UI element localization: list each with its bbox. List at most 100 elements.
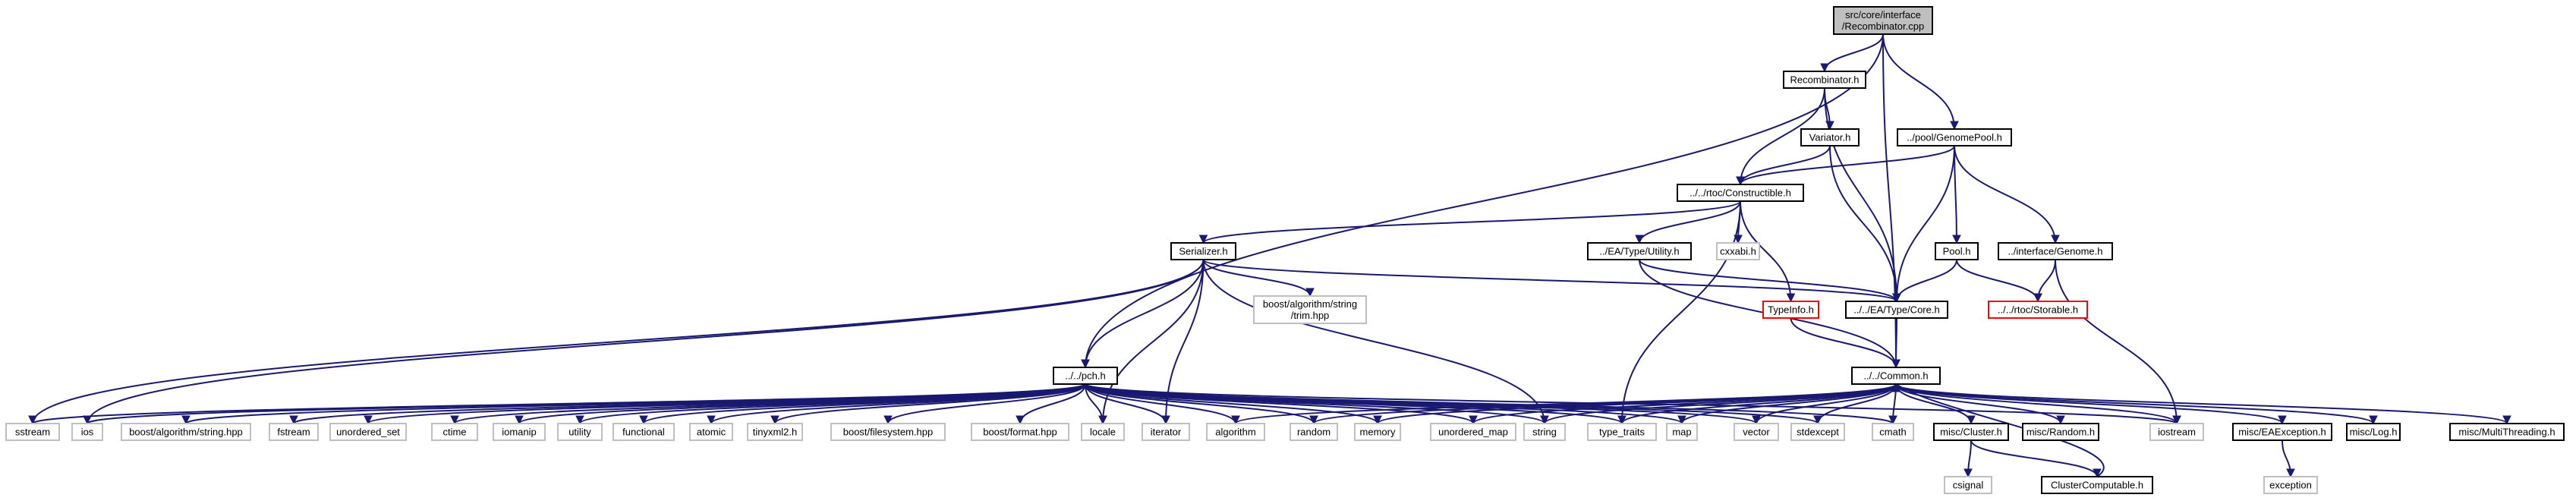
node-box [1523,423,1566,441]
node-box [1933,423,2009,441]
arrowhead-common-to-algorithm [1231,415,1240,425]
edge-genomepool-to-constructible [1740,145,1955,185]
arrowhead-eaexception-to-exception [2286,468,2295,478]
graph-node-cluster[interactable]: misc/Cluster.h [1933,423,2009,441]
arrowhead-common-to-eaexception [2278,415,2287,425]
arrowhead-pch-to-sstream [28,415,37,425]
graph-node-functional: functional [613,423,675,441]
node-label: ../../Common.h [1863,370,1928,382]
graph-node-core_h[interactable]: ../../EA/Type/Core.h [1845,301,1948,319]
edge-cluster-to-clustercomp [1970,439,2098,477]
graph-node-typeinfo[interactable]: TypeInfo.h [1762,301,1819,319]
arrowhead-genomepool-to-constructible [1736,176,1745,186]
node-label: Serializer.h [1179,246,1227,257]
graph-node-algorithm: algorithm [1206,423,1265,441]
arrowhead-common-to-cluster [1967,415,1976,425]
graph-node-serializer[interactable]: Serializer.h [1170,242,1236,260]
node-label: boost/format.hpp [983,427,1057,438]
edge-constructible-to-utility_h [1639,200,1741,244]
node-label: misc/MultiThreading.h [2458,427,2555,438]
node-box [1734,423,1779,441]
node-label: ../EA/Type/Utility.h [1599,246,1679,257]
node-label: misc/Cluster.h [1940,427,2002,438]
graph-node-constructible[interactable]: ../../rtoc/Constructible.h [1677,184,1804,202]
graph-node-genomepool[interactable]: ../pool/GenomePool.h [1897,128,2012,146]
node-box [1206,423,1265,441]
node-box [1716,242,1760,260]
nodes-layer: src/core/interface/Recombinator.cppRecom… [5,6,2565,494]
edge-root-to-genomepool [1882,33,1955,130]
arrowhead-pch-to-locale [1098,415,1107,425]
graph-node-csignal: csignal [1944,476,1992,494]
node-box [1897,128,2012,146]
node-label: cxxabi.h [1720,246,1756,257]
edge-pch-to-boost_fs [887,383,1086,424]
node-box [2041,476,2153,494]
graph-node-eaexception[interactable]: misc/EAException.h [2232,423,2332,441]
graph-node-ios: ios [71,423,103,441]
graph-node-vector: vector [1734,423,1779,441]
node-box [1142,423,1190,441]
edges-layer [28,33,2511,478]
graph-node-cmath: cmath [1872,423,1914,441]
node-label: iostream [2158,427,2196,438]
arrowhead-pool_h-to-core_h [1892,293,1901,303]
graph-node-pool_h[interactable]: Pool.h [1935,242,1979,260]
graph-node-storable[interactable]: ../../rtoc/Storable.h [1988,301,2088,319]
graph-node-memory: memory [1354,423,1401,441]
edge-genomepool-to-pool_h [1954,145,1957,244]
node-box [1253,295,1367,324]
node-label: tinyxml2.h [753,427,798,438]
graph-node-multithreading[interactable]: misc/MultiThreading.h [2449,423,2565,441]
graph-node-map: map [1666,423,1698,441]
arrowhead-pch-to-ios [83,415,92,425]
graph-node-root[interactable]: src/core/interface/Recombinator.cpp [1833,6,1933,35]
node-box [1944,476,1992,494]
graph-node-utility_h[interactable]: ../EA/Type/Utility.h [1587,242,1692,260]
arrowhead-pch-to-tinyxml2 [770,415,779,425]
arrowhead-common-to-memory [1373,415,1382,425]
node-box [121,423,251,441]
arrowhead-pch-to-unordered_set [364,415,373,425]
node-label: /Recombinator.cpp [1842,20,1924,32]
graph-node-variator[interactable]: Variator.h [1800,128,1860,146]
graph-node-unordered_set: unordered_set [329,423,407,441]
node-box [1935,242,1979,260]
edge-common-to-map [1681,383,1897,424]
node-label: boost/algorithm/string.hpp [129,427,243,438]
arrowhead-pch-to-fstream [289,415,298,425]
node-box [71,423,103,441]
node-box [689,423,733,441]
node-label: misc/EAException.h [2238,427,2326,438]
graph-node-common[interactable]: ../../Common.h [1851,367,1941,385]
graph-node-misc_random[interactable]: misc/Random.h [2022,423,2099,441]
graph-node-recomb_h[interactable]: Recombinator.h [1783,71,1866,89]
graph-node-exception: exception [2263,476,2318,494]
graph-node-clustercomp[interactable]: ClusterComputable.h [2041,476,2153,494]
arrowhead-common-to-map [1677,415,1686,425]
graph-node-ctime: ctime [431,423,478,441]
graph-node-iostream: iostream [2149,423,2204,441]
graph-node-genome_h[interactable]: ../interface/Genome.h [1998,242,2113,260]
node-label: ClusterComputable.h [2051,480,2143,491]
node-label: random [1297,427,1331,438]
edge-common-to-vector [1756,383,1897,424]
arrowhead-pch-to-iomanip [515,415,524,425]
node-box [1587,423,1657,441]
node-label: utility [568,427,591,438]
graph-node-unordered_map: unordered_map [1430,423,1516,441]
arrowhead-genome_h-to-storable [2033,293,2042,303]
graph-node-log[interactable]: misc/Log.h [2346,423,2401,441]
node-label: misc/Random.h [2026,427,2095,438]
edge-serializer-to-core_h [1202,259,1897,302]
node-box [1845,301,1948,319]
arrowhead-clustercomp-to-common [1891,383,1901,392]
node-box [269,423,319,441]
arrowhead-constructible-to-typeinfo [1786,293,1796,303]
node-label: boost/algorithm/string [1263,298,1357,310]
arrowhead-common-to-iostream [2172,415,2181,425]
node-box [1666,423,1698,441]
graph-node-random: random [1290,423,1338,441]
arrowhead-common-to-random [1309,415,1318,425]
graph-node-pch[interactable]: ../../pch.h [1053,367,1118,385]
